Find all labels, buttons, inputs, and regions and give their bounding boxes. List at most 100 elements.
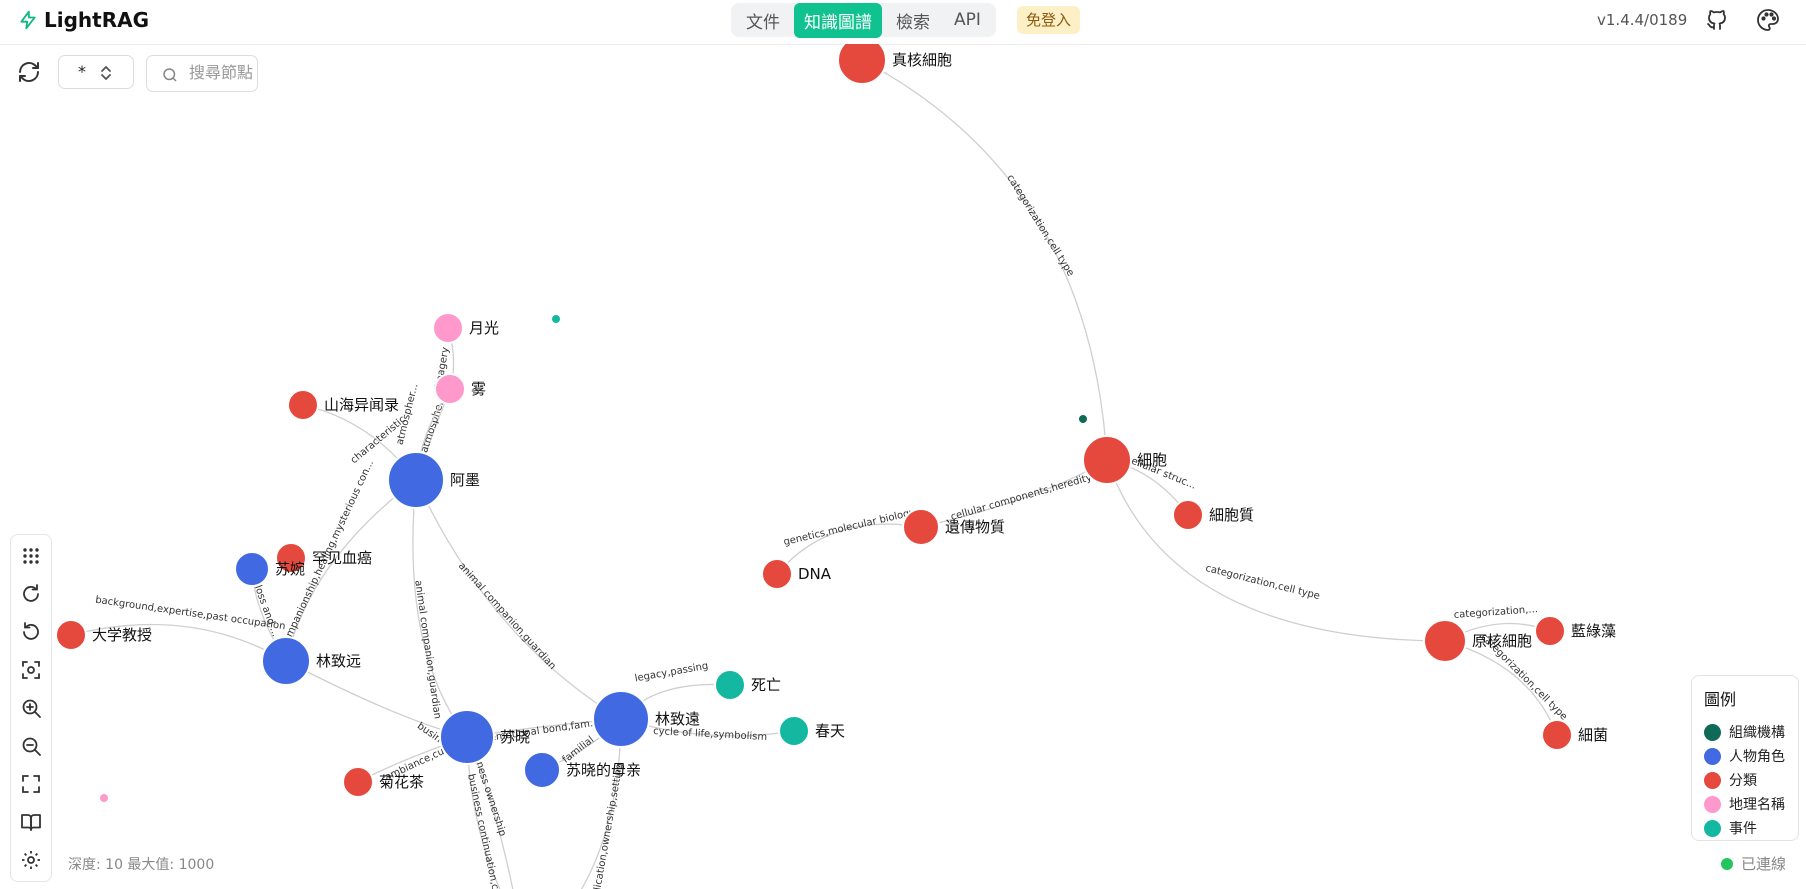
legend-label: 組織機構 bbox=[1729, 725, 1785, 741]
legend-label: 人物角色 bbox=[1729, 749, 1785, 765]
settings-button[interactable] bbox=[20, 849, 42, 871]
legend-swatch bbox=[1704, 819, 1721, 837]
rotate-cw-icon bbox=[23, 584, 39, 602]
graph-node[interactable] bbox=[432, 312, 464, 344]
theme-button[interactable] bbox=[1756, 8, 1780, 32]
node-label: 藍綠藻 bbox=[1571, 622, 1616, 640]
version-label: v1.4.4/0189 bbox=[1597, 11, 1688, 29]
graph-node[interactable] bbox=[1534, 615, 1566, 647]
node-label: 月光 bbox=[469, 319, 499, 337]
graph-node[interactable] bbox=[261, 636, 311, 686]
graph-node[interactable] bbox=[1541, 719, 1573, 751]
zoom-out-button[interactable] bbox=[20, 735, 42, 757]
edge-label: cycle of life,symbolism bbox=[653, 726, 768, 743]
tab-api[interactable]: API bbox=[954, 10, 981, 30]
connection-status: 已連線 bbox=[1721, 853, 1786, 874]
node-label: 林致远 bbox=[316, 652, 361, 670]
legend-swatch bbox=[1704, 723, 1721, 741]
graph-edge[interactable] bbox=[285, 479, 417, 662]
edge-label: categorization,... bbox=[1453, 604, 1538, 621]
graph-node[interactable] bbox=[902, 508, 940, 546]
tab-knowledge-graph[interactable]: 知識圖譜 bbox=[794, 2, 882, 38]
rotate-counterclockwise-button[interactable] bbox=[20, 621, 42, 643]
gear-icon bbox=[22, 851, 40, 869]
graph-node[interactable] bbox=[275, 542, 307, 574]
graph-node[interactable] bbox=[837, 44, 887, 85]
rotate-clockwise-button[interactable] bbox=[20, 583, 42, 605]
layout-button[interactable] bbox=[20, 545, 42, 567]
reload-graph-button[interactable] bbox=[17, 60, 41, 84]
focus-frame-icon bbox=[22, 661, 40, 679]
graph-node[interactable] bbox=[761, 558, 793, 590]
graph-node[interactable] bbox=[439, 709, 495, 765]
graph-node[interactable] bbox=[778, 715, 810, 747]
graph-node[interactable] bbox=[342, 766, 374, 798]
fullscreen-button[interactable] bbox=[20, 773, 42, 795]
chevron-up-down-icon bbox=[101, 66, 111, 80]
node-label: 細胞質 bbox=[1209, 506, 1254, 524]
node-label: 遺傳物質 bbox=[945, 518, 1005, 536]
edge-label: animal companion,guardian bbox=[456, 561, 558, 672]
node-label: 原核細胞 bbox=[1472, 632, 1532, 650]
graph-edge[interactable] bbox=[415, 479, 622, 720]
graph-node[interactable] bbox=[1082, 435, 1132, 485]
graph-node[interactable] bbox=[1172, 499, 1204, 531]
node-label: 春天 bbox=[815, 722, 845, 740]
legend-swatch bbox=[1704, 747, 1721, 765]
graph-node[interactable] bbox=[55, 619, 87, 651]
fullscreen-icon bbox=[22, 775, 40, 793]
main-tabs: 文件 知識圖譜 檢索 API bbox=[731, 2, 996, 38]
graph-node[interactable] bbox=[98, 792, 110, 804]
app-header: LightRAG 文件 知識圖譜 檢索 API 免登入 v1.4.4/0189 bbox=[0, 0, 1806, 45]
search-icon bbox=[163, 68, 177, 82]
legend-swatch bbox=[1704, 771, 1721, 789]
graph-edge[interactable] bbox=[776, 523, 922, 575]
node-label: 罕见血癌 bbox=[312, 549, 372, 567]
graph-node[interactable] bbox=[523, 751, 561, 789]
node-label: 山海异闻录 bbox=[324, 396, 399, 414]
node-label: 真核細胞 bbox=[892, 51, 952, 69]
grid-dots-icon bbox=[23, 548, 39, 564]
graph-node[interactable] bbox=[287, 389, 319, 421]
legend-item: 地理名稱 bbox=[1704, 792, 1798, 816]
graph-label-select[interactable]: * bbox=[58, 55, 134, 89]
palette-icon bbox=[1757, 9, 1779, 31]
tab-retrieval[interactable]: 檢索 bbox=[896, 12, 930, 33]
node-search[interactable] bbox=[146, 55, 258, 92]
graph-edge[interactable] bbox=[70, 623, 287, 662]
graph-edge[interactable] bbox=[412, 479, 468, 738]
legend-item: 事件 bbox=[1704, 816, 1798, 840]
legend-toggle-button[interactable] bbox=[20, 811, 42, 833]
tab-documents[interactable]: 文件 bbox=[746, 12, 780, 33]
depth-info: 深度: 10 最大值: 1000 bbox=[68, 857, 215, 873]
graph-edge[interactable] bbox=[861, 59, 1108, 461]
zoom-out-icon bbox=[22, 737, 41, 756]
node-label: 大学教授 bbox=[92, 626, 152, 644]
node-label: 阿墨 bbox=[450, 471, 480, 489]
graph-node[interactable] bbox=[234, 551, 270, 587]
guest-mode-badge: 免登入 bbox=[1017, 6, 1081, 34]
zoom-in-icon bbox=[22, 699, 41, 718]
graph-node[interactable] bbox=[1423, 619, 1467, 663]
lightning-logo-icon bbox=[20, 10, 36, 30]
node-search-input[interactable] bbox=[187, 62, 257, 83]
graph-node[interactable] bbox=[1077, 413, 1089, 425]
legend-item: 分類 bbox=[1704, 768, 1798, 792]
graph-node[interactable] bbox=[714, 669, 746, 701]
edge-label: categorization,cell type bbox=[1004, 173, 1076, 278]
zoom-in-button[interactable] bbox=[20, 697, 42, 719]
node-label: 菊花茶 bbox=[379, 773, 424, 791]
github-button[interactable] bbox=[1705, 8, 1729, 32]
brand[interactable]: LightRAG bbox=[18, 8, 149, 32]
edge-label: atmospher... bbox=[395, 383, 421, 446]
graph-node[interactable] bbox=[592, 690, 650, 748]
reset-zoom-button[interactable] bbox=[20, 659, 42, 681]
status-dot bbox=[1721, 857, 1733, 870]
rotate-ccw-icon bbox=[23, 622, 39, 640]
graph-node[interactable] bbox=[434, 373, 466, 405]
graph-node[interactable] bbox=[550, 313, 562, 325]
graph-edge[interactable] bbox=[1106, 459, 1446, 642]
node-label: 細菌 bbox=[1578, 726, 1608, 744]
graph-node[interactable] bbox=[387, 451, 445, 509]
